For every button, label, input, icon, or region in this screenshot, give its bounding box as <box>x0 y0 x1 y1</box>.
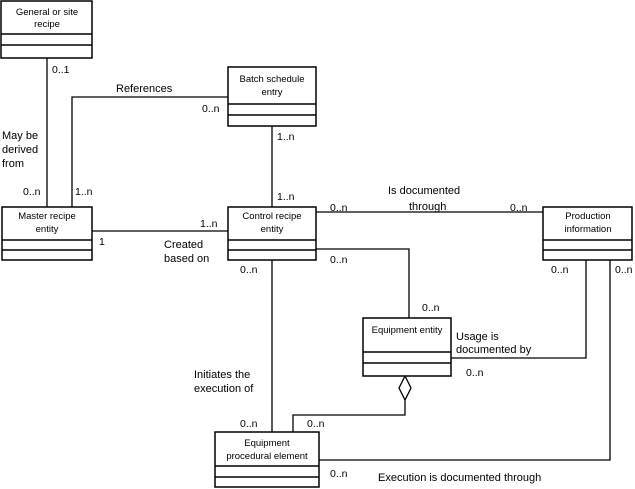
line-master-batch <box>71 96 228 207</box>
class-name: entry <box>261 87 282 98</box>
multiplicity: 0..n <box>466 367 484 379</box>
label-initiates: execution of <box>194 383 254 395</box>
multiplicity: 0..n <box>307 418 325 430</box>
line-control-equipment <box>316 248 410 318</box>
line-procedural-equipment <box>292 400 406 432</box>
class-equipment-procedural-element <box>214 431 320 488</box>
multiplicity: 0..n <box>330 202 348 214</box>
label-derived: May be <box>2 130 38 142</box>
label-created: Created <box>164 239 203 251</box>
multiplicity: 0..n <box>330 254 348 266</box>
label-documented: Is documented <box>388 185 460 197</box>
class-control-recipe-entity <box>227 206 317 261</box>
multiplicity: 0..n <box>240 418 258 430</box>
class-name: procedural element <box>226 451 308 462</box>
label-initiates: Initiates the <box>194 369 250 381</box>
multiplicity: 0..n <box>422 302 440 314</box>
class-general-recipe <box>0 0 93 59</box>
multiplicity: 0..n <box>615 264 633 276</box>
class-name: Production <box>565 211 610 222</box>
class-name: information <box>565 224 612 235</box>
multiplicity: 0..n <box>202 103 220 115</box>
multiplicity: 0..n <box>551 264 569 276</box>
class-name: Control recipe <box>242 211 301 222</box>
label-derived: from <box>2 158 24 170</box>
label-documented: through <box>409 201 446 213</box>
label-usage: Usage is <box>456 331 499 343</box>
multiplicity: 0..n <box>240 264 258 276</box>
multiplicity: 1 <box>99 236 105 248</box>
class-name: Equipment entity <box>372 325 443 336</box>
class-name: Master recipe <box>18 211 76 222</box>
label-execution: Execution is documented through <box>378 472 541 484</box>
label-references: References <box>116 83 173 95</box>
label-created: based on <box>164 253 209 265</box>
class-master-recipe-entity <box>1 206 93 261</box>
line-production-equipment <box>451 260 587 359</box>
aggregation-diamond <box>398 374 412 402</box>
class-name: entity <box>36 224 59 235</box>
multiplicity: 0..n <box>23 186 41 198</box>
class-name: recipe <box>34 19 60 30</box>
label-usage: documented by <box>456 344 532 356</box>
multiplicity: 1..n <box>75 186 93 198</box>
multiplicity: 1..n <box>277 191 295 203</box>
multiplicity: 0..1 <box>52 64 70 76</box>
class-name: Equipment <box>244 438 290 449</box>
multiplicity: 0..n <box>510 202 528 214</box>
class-name: Batch schedule <box>240 74 305 85</box>
class-name: entity <box>261 224 284 235</box>
class-batch-schedule-entry <box>227 66 317 127</box>
label-derived: derived <box>2 144 38 156</box>
line-production-procedural <box>319 260 611 461</box>
class-equipment-entity <box>362 317 452 377</box>
class-production-information <box>542 206 633 261</box>
multiplicity: 1..n <box>200 218 218 230</box>
multiplicity: 1..n <box>277 131 295 143</box>
class-name: General or site <box>16 7 78 18</box>
multiplicity: 0..n <box>330 468 348 480</box>
